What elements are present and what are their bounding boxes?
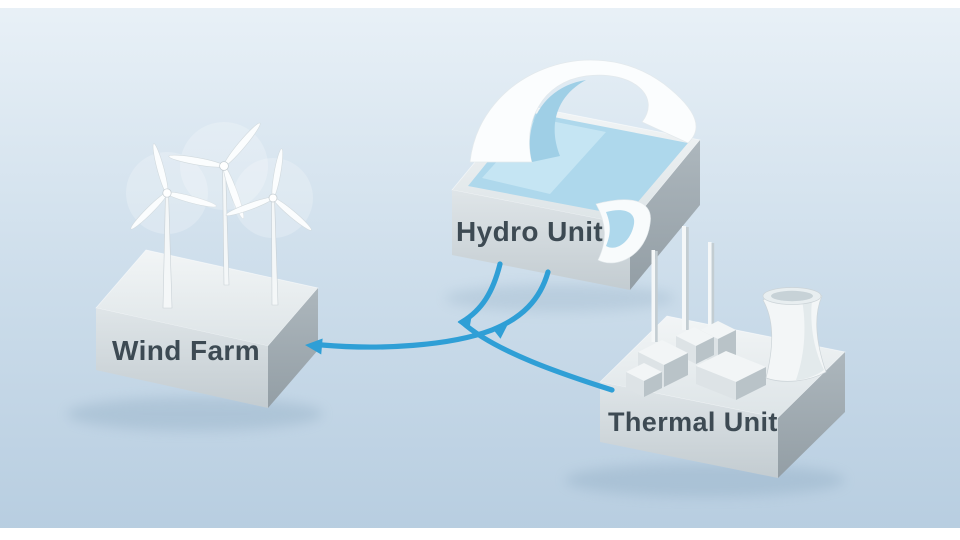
wind-farm-platform-side [268, 288, 318, 408]
plant-buildings [626, 321, 766, 400]
hydro-block-side [630, 140, 700, 290]
building-cube [676, 327, 714, 364]
thermal-unit-node: Thermal Unit [599, 226, 846, 478]
bottom-frame-bar [0, 528, 960, 540]
turbine-hub [162, 188, 172, 198]
wind-turbine [225, 148, 313, 306]
thermal-shadow [565, 463, 845, 497]
dam-water-band [529, 80, 586, 162]
thermal-platform-front [600, 382, 778, 478]
wind-turbine [168, 122, 268, 286]
arrowhead-toward-hydro-left [457, 314, 472, 331]
top-frame-bar [0, 0, 960, 8]
wind-farm-label: Wind Farm [112, 335, 260, 366]
flow-arrow-hydro-to-windfarm [319, 269, 551, 350]
arrowhead-toward-hydro-right [491, 324, 508, 339]
chimney-stacks [651, 226, 715, 342]
wind-turbine [126, 143, 217, 309]
dam-crest [469, 59, 697, 163]
wind-farm-node: Wind Farm [95, 122, 319, 408]
turbine-blades [225, 148, 312, 231]
hydro-unit-label: Hydro Unit [456, 216, 603, 247]
thermal-platform-side [778, 352, 845, 478]
hydro-shadow [445, 284, 675, 312]
hydro-block-front [452, 190, 630, 290]
building-cube [696, 351, 766, 400]
turbine-hub [219, 161, 229, 171]
flow-arrow-thermal-to-hydro [457, 261, 615, 393]
turbine-blades [168, 122, 261, 219]
thermal-unit-label: Thermal Unit [608, 407, 778, 437]
hydro-unit-node: Hydro Unit [451, 59, 701, 290]
arrowhead-into-windfarm [305, 338, 323, 355]
spillway-water [606, 210, 635, 248]
wind-farm-platform-front [96, 308, 268, 408]
building-cube [626, 363, 662, 397]
flow-arrows [305, 261, 615, 393]
arrowheads [305, 314, 508, 355]
turbine-hub [268, 193, 278, 203]
cooling-tower [762, 287, 827, 382]
wind-farm-shadow [67, 397, 323, 431]
